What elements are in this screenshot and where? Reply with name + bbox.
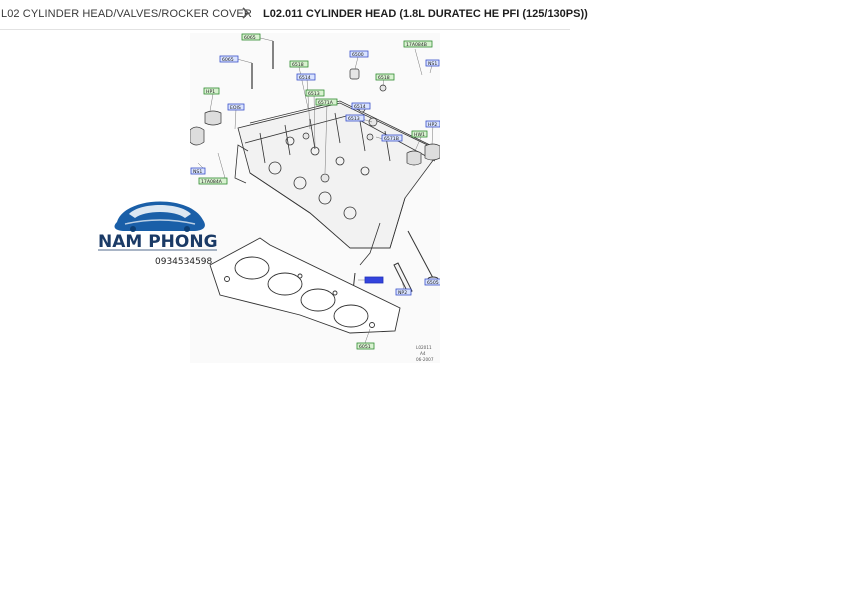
callout-6514-right[interactable]: 6514 <box>351 102 371 110</box>
svg-text:6571B: 6571B <box>384 136 399 142</box>
diagram-ref-sheet: A4 <box>420 351 426 356</box>
callout-hp2[interactable]: HP2 <box>425 120 440 128</box>
callout-hp1[interactable]: HP1 <box>203 87 220 95</box>
nam-phong-watermark: NAM PHONG 0934534598 <box>98 201 218 267</box>
svg-text:EOIS: EOIS <box>230 105 241 111</box>
callout-6571a[interactable]: 6571A <box>315 98 338 106</box>
callout-6065-top[interactable]: 6065 <box>241 33 261 41</box>
svg-text:HP1: HP1 <box>206 89 215 95</box>
callout-6051[interactable]: 6051 <box>356 342 375 350</box>
callout-17a084b[interactable]: 17A084B <box>403 40 433 48</box>
callout-np2[interactable]: NP2 <box>395 288 412 296</box>
cylinder-head-illustration: 6065 6065 6518 6514 6513 6571A 6500 6518… <box>190 33 440 362</box>
svg-text:6571A: 6571A <box>318 100 334 106</box>
callout-6513-left[interactable]: 6513 <box>305 89 325 97</box>
callout-6518-right[interactable]: 6518 <box>375 73 395 81</box>
svg-text:NS1: NS1 <box>428 61 437 67</box>
breadcrumb-parent-link[interactable]: L02 CYLINDER HEAD/VALVES/ROCKER COVER <box>1 8 252 20</box>
diagram-ref-code: L02011 <box>416 345 432 350</box>
svg-text:6513: 6513 <box>308 91 320 97</box>
callout-6065-bolt[interactable]: 6065 <box>219 55 239 63</box>
svg-text:6518: 6518 <box>292 62 304 68</box>
callout-eois[interactable]: EOIS <box>227 103 245 111</box>
svg-text:6065: 6065 <box>244 35 256 41</box>
callout-6500[interactable]: 6500 <box>349 50 369 58</box>
svg-text:6505: 6505 <box>427 280 439 286</box>
callout-ns1-top[interactable]: NS1 <box>425 59 440 67</box>
parts-diagram: 6065 6065 6518 6514 6513 6571A 6500 6518… <box>190 33 440 363</box>
svg-text:6051: 6051 <box>359 344 371 350</box>
watermark-phone: 0934534598 <box>155 257 213 267</box>
svg-text:6518: 6518 <box>378 75 390 81</box>
callout-6513-right[interactable]: 6513 <box>345 114 365 122</box>
breadcrumb: L02 CYLINDER HEAD/VALVES/ROCKER COVER L0… <box>0 0 588 30</box>
svg-text:17A084B: 17A084B <box>406 42 427 48</box>
callout-hw1[interactable]: HW1 <box>411 130 428 138</box>
callout-6514-left[interactable]: 6514 <box>296 73 316 81</box>
svg-text:6514: 6514 <box>354 104 366 110</box>
svg-text:6513: 6513 <box>348 116 360 122</box>
svg-text:NS1: NS1 <box>193 169 202 175</box>
breadcrumb-current: L02.011 CYLINDER HEAD (1.8L DURATEC HE P… <box>263 8 588 20</box>
diagram-ref-date: 06-2007 <box>416 357 434 362</box>
callout-6518-left[interactable]: 6518 <box>289 60 309 68</box>
watermark-brand: NAM PHONG <box>98 232 218 252</box>
svg-text:HW1: HW1 <box>414 132 425 138</box>
callout-ns1-left[interactable]: NS1 <box>190 167 206 175</box>
svg-text:NP2: NP2 <box>398 290 407 296</box>
callout-highlighted[interactable] <box>364 276 384 284</box>
svg-text:HP2: HP2 <box>428 122 437 128</box>
car-logo-icon <box>114 201 205 232</box>
callout-6505[interactable]: 6505 <box>424 278 440 286</box>
callout-6571b[interactable]: 6571B <box>381 134 403 142</box>
svg-text:6500: 6500 <box>352 52 364 58</box>
svg-text:6065: 6065 <box>222 57 234 63</box>
svg-text:6514: 6514 <box>299 75 311 81</box>
callout-17a084a[interactable]: 17A084A <box>198 177 228 185</box>
svg-text:17A084A: 17A084A <box>201 179 223 185</box>
chevron-right-icon <box>242 7 250 19</box>
